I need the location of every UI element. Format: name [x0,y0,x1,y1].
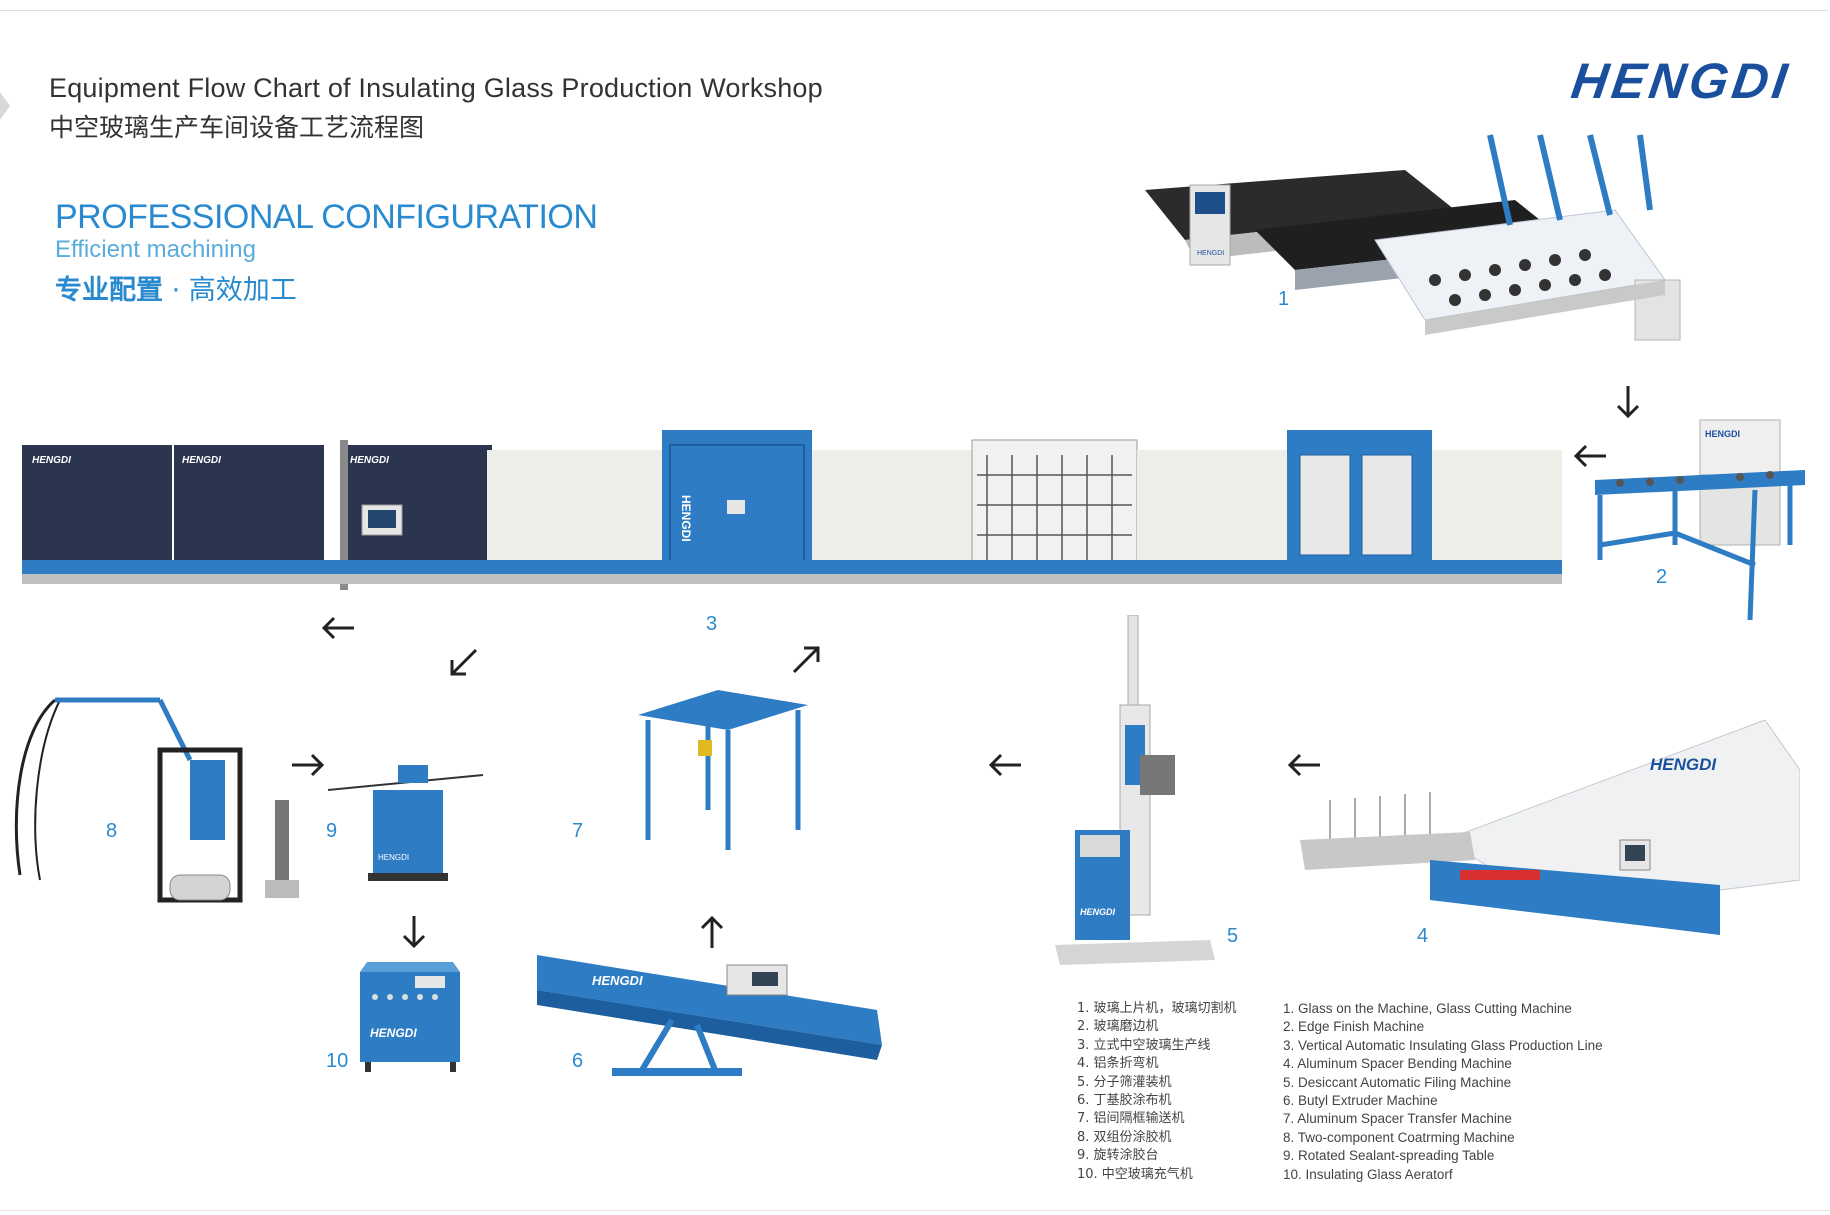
legend-zh-item: 8. 双组份涂胶机 [1077,1129,1172,1145]
legend-en-item: 6. Butyl Extruder Machine [1283,1093,1438,1109]
config-zh-rest: 高效加工 [188,275,297,306]
machine-5-number: 5 [1227,925,1239,947]
machine-9-brand: HENGDI [378,853,409,862]
svg-text:HENGDI: HENGDI [1650,755,1717,774]
machine-3-number: 3 [706,613,718,635]
config-zh: 专业配置 · 高效加工 [55,268,297,307]
machine-3-vertical-line: HENGDI HENGDI HENGDI HENGDI [22,425,1562,605]
flow-arrow-8-to-9 [288,745,328,785]
flow-arrow-5-to-7 [985,745,1025,785]
machine-2-brand: HENGDI [1705,429,1740,439]
legend-en-item: 1. Glass on the Machine, Glass Cutting M… [1283,1001,1572,1016]
machine-5-brand: HENGDI [1080,907,1116,917]
machine-7-number: 7 [572,820,584,842]
legend-zh-item: 3. 立式中空玻璃生产线 [1077,1037,1211,1053]
legend-en-item: 3. Vertical Automatic Insulating Glass P… [1283,1037,1603,1053]
machine-10-number: 10 [326,1050,349,1072]
bottom-rule [0,1210,1830,1211]
machine-2-number: 2 [1656,566,1668,588]
title-zh: 中空玻璃生产车间设备工艺流程图 [49,113,425,142]
legend-zh-item: 6. 丁基胶涂布机 [1077,1093,1172,1109]
machine-4-number: 4 [1417,925,1429,947]
machine-7-spacer-transfer [638,690,808,860]
machine-8-number: 8 [106,820,118,842]
machine-3-brand-d: HENGDI [679,495,693,542]
machine-6-brand: HENGDI [592,973,643,988]
flow-arrow-1-to-2 [1608,382,1648,422]
legend-en-item: 7. Aluminum Spacer Transfer Machine [1283,1111,1512,1127]
side-marker [0,92,10,120]
flow-arrow-3-to-8 [444,642,484,682]
brand-logo: HENGDI [1568,53,1795,109]
legend-zh-item: 1. 玻璃上片机，玻璃切割机 [1077,1001,1237,1016]
machine-1-glass-cutting: HENGDI [1145,130,1705,380]
legend-en-item: 9. Rotated Sealant-spreading Table [1283,1148,1495,1164]
legend-zh-item: 10. 中空玻璃充气机 [1077,1166,1193,1182]
machine-9-number: 9 [326,820,338,842]
machine-3-brand-b: HENGDI [182,455,221,466]
legend-en-item: 2. Edge Finish Machine [1283,1019,1425,1035]
machine-2-edge-finish: HENGDI [1590,415,1810,630]
machine-4-spacer-bending: HENGDI [1300,720,1800,965]
legend-en: 1. Glass on the Machine, Glass Cutting M… [1283,1000,1603,1184]
flow-arrow-7-to-3 [786,640,826,680]
machine-6-butyl-extruder: HENGDI [532,950,887,1085]
machine-1-number: 1 [1278,288,1290,310]
machine-9-rotary-table: HENGDI [328,765,488,895]
config-zh-sep: · [163,275,189,306]
machine-3-brand-c: HENGDI [350,455,389,466]
legend-zh-item: 9. 旋转涂胶台 [1077,1148,1159,1164]
machine-10-brand: HENGDI [370,1026,417,1040]
flow-arrow-6-to-7 [692,912,732,952]
legend-zh-item: 5. 分子筛灌装机 [1077,1074,1172,1090]
config-zh-bold: 专业配置 [55,275,163,306]
legend-en-item: 10. Insulating Glass Aeratorf [1283,1166,1453,1182]
machine-6-number: 6 [572,1050,584,1072]
machine-8-two-component [10,690,300,910]
title-en: Equipment Flow Chart of Insulating Glass… [49,73,823,103]
machine-3-brand-a: HENGDI [32,455,71,466]
legend-zh-item: 7. 铝间隔框输送机 [1077,1111,1185,1127]
machine-5-desiccant-filling: HENGDI [1055,615,1215,980]
legend-en-item: 5. Desiccant Automatic Filing Machine [1283,1074,1512,1090]
machine-1-brand: HENGDI [1197,250,1224,257]
legend-en-item: 8. Two-component Coatrming Machine [1283,1129,1515,1145]
page-frame [0,10,1828,1215]
config-heading: PROFESSIONAL CONFIGURATION [55,198,598,236]
legend-zh-item: 4. 铝条折弯机 [1077,1056,1159,1072]
flow-arrow-4-to-5 [1284,745,1324,785]
flow-arrow-line-left [318,608,358,648]
config-subheading: Efficient machining [55,236,256,263]
flow-arrow-2-to-3 [1570,436,1610,476]
flow-arrow-9-to-10 [394,912,434,952]
legend-zh: 1. 玻璃上片机，玻璃切割机 2. 玻璃磨边机 3. 立式中空玻璃生产线 4. … [1077,1000,1237,1184]
machine-10-aerator: HENGDI [355,962,470,1077]
legend-zh-item: 2. 玻璃磨边机 [1077,1019,1159,1035]
legend-en-item: 4. Aluminum Spacer Bending Machine [1283,1056,1512,1072]
